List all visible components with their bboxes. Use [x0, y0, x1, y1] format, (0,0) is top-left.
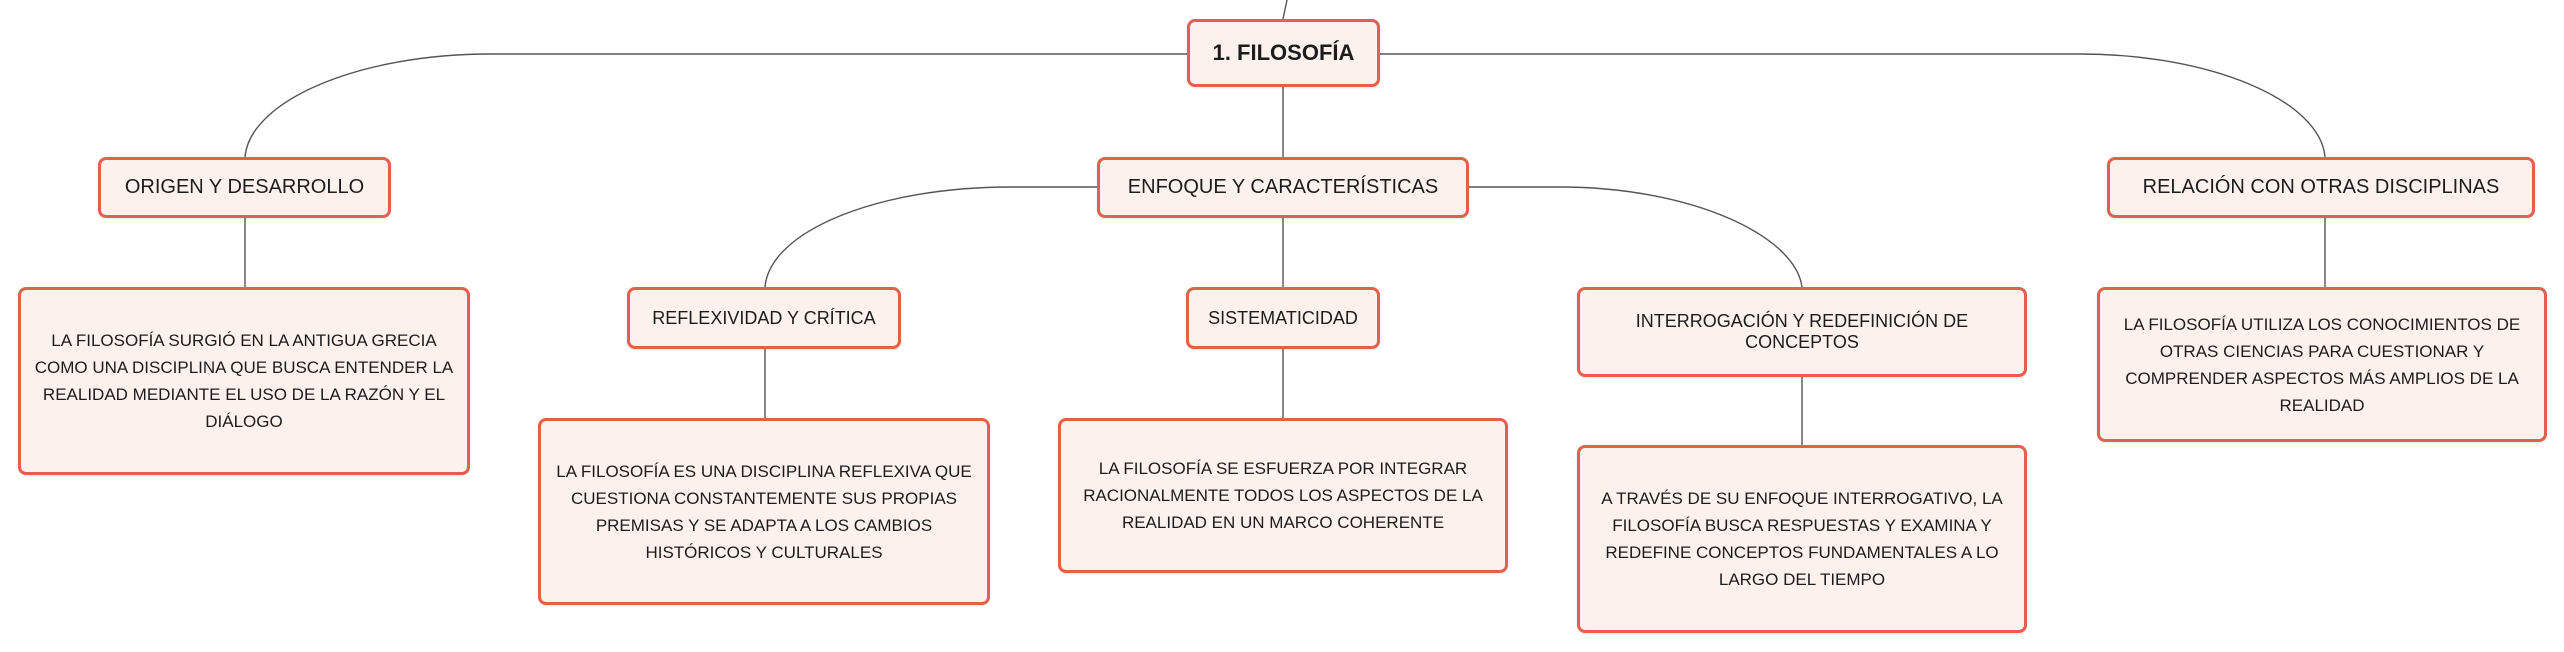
note-interrogacion-redefinicion[interactable]: A TRAVÉS DE SU ENFOQUE INTERROGATIVO, LA…	[1577, 445, 2027, 633]
connector-root-origen	[244, 53, 1187, 158]
note-origen-desarrollo[interactable]: LA FILOSOFÍA SURGIÓ EN LA ANTIGUA GRECIA…	[18, 287, 470, 475]
connector-enfoque-interrogacion	[1469, 186, 1803, 288]
topic-origen-desarrollo[interactable]: ORIGEN Y DESARROLLO	[98, 157, 391, 218]
subtopic-label: REFLEXIVIDAD Y CRÍTICA	[652, 307, 876, 328]
subtopic-reflexividad-critica[interactable]: REFLEXIVIDAD Y CRÍTICA	[627, 287, 901, 349]
topic-enfoque-caracteristicas[interactable]: ENFOQUE Y CARACTERÍSTICAS	[1097, 157, 1469, 218]
root-node[interactable]: 1. FILOSOFÍA	[1187, 19, 1380, 87]
subtopic-interrogacion-redefinicion[interactable]: INTERROGACIÓN Y REDEFINICIÓN DE CONCEPTO…	[1577, 287, 2027, 377]
connector-enfoque-reflexividad	[764, 186, 1097, 288]
subtopic-label: SISTEMATICIDAD	[1208, 307, 1358, 328]
note-text: A TRAVÉS DE SU ENFOQUE INTERROGATIVO, LA…	[1601, 489, 2003, 589]
connector-parent-root	[1282, 0, 1288, 20]
connector-root-relacion	[1380, 53, 2326, 158]
topic-relacion-otras-disciplinas[interactable]: RELACIÓN CON OTRAS DISCIPLINAS	[2107, 157, 2535, 218]
topic-label: ENFOQUE Y CARACTERÍSTICAS	[1127, 176, 1439, 198]
note-text: LA FILOSOFÍA ES UNA DISCIPLINA REFLEXIVA…	[556, 461, 972, 562]
note-text: LA FILOSOFÍA SE ESFUERZA POR INTEGRAR RA…	[1083, 459, 1483, 532]
topic-label: ORIGEN Y DESARROLLO	[124, 176, 365, 198]
note-text: LA FILOSOFÍA UTILIZA LOS CONOCIMIENTOS D…	[2123, 314, 2521, 415]
topic-label: RELACIÓN CON OTRAS DISCIPLINAS	[2142, 176, 2500, 198]
note-relacion-otras-disciplinas[interactable]: LA FILOSOFÍA UTILIZA LOS CONOCIMIENTOS D…	[2097, 287, 2547, 442]
note-sistematicidad[interactable]: LA FILOSOFÍA SE ESFUERZA POR INTEGRAR RA…	[1058, 418, 1508, 573]
root-label: 1. FILOSOFÍA	[1212, 40, 1355, 65]
subtopic-sistematicidad[interactable]: SISTEMATICIDAD	[1186, 287, 1380, 349]
subtopic-label: INTERROGACIÓN Y REDEFINICIÓN DE CONCEPTO…	[1635, 311, 1969, 352]
note-reflexividad-critica[interactable]: LA FILOSOFÍA ES UNA DISCIPLINA REFLEXIVA…	[538, 418, 990, 605]
note-text: LA FILOSOFÍA SURGIÓ EN LA ANTIGUA GRECIA…	[34, 331, 454, 431]
